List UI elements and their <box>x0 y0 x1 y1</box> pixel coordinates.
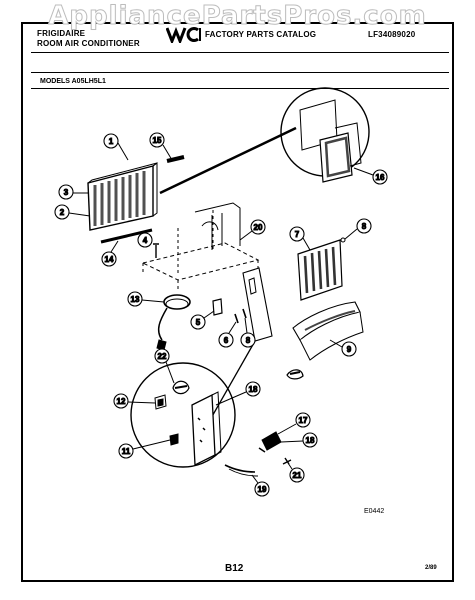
callout-19: 19 <box>251 474 270 497</box>
control-plate-part <box>209 267 273 421</box>
product-name: ROOM AIR CONDITIONER <box>37 39 140 48</box>
svg-text:4: 4 <box>143 236 148 245</box>
chassis-base-part <box>141 202 260 289</box>
svg-text:2: 2 <box>60 208 65 217</box>
catalog-number: LF34089020 <box>368 30 416 39</box>
bottom-strip-part <box>100 228 153 244</box>
wire-part <box>224 464 256 473</box>
callout-4: 4 <box>137 232 153 248</box>
callout-18b: 18 <box>280 432 318 448</box>
catalog-page <box>21 22 454 582</box>
knob-part <box>286 369 304 380</box>
svg-text:9: 9 <box>347 345 352 354</box>
svg-text:1: 1 <box>109 137 114 146</box>
brand-name: FRIGIDAIRE <box>37 29 86 38</box>
svg-text:18: 18 <box>249 385 258 394</box>
callout-11: 11 <box>118 439 171 459</box>
control-box-part <box>191 391 222 467</box>
front-grille-part <box>87 162 158 231</box>
svg-text:3: 3 <box>64 188 69 197</box>
callout-6: 6 <box>218 321 237 348</box>
switch-part <box>261 431 282 451</box>
svg-text:21: 21 <box>293 471 302 480</box>
detail-circle-top <box>280 87 370 183</box>
svg-text:5: 5 <box>196 318 201 327</box>
svg-text:6: 6 <box>224 336 229 345</box>
callout-15: 15 <box>149 132 173 161</box>
svg-text:13: 13 <box>131 295 140 304</box>
catalog-date: 2/89 <box>425 565 437 571</box>
svg-text:8: 8 <box>362 222 367 231</box>
callout-17: 17 <box>277 412 311 435</box>
detail-circle-bottom <box>130 362 236 468</box>
callout-8a: 8 <box>344 218 372 240</box>
svg-text:8: 8 <box>246 336 251 345</box>
callout-8b: 8 <box>240 317 256 348</box>
svg-text:16: 16 <box>376 173 385 182</box>
page-number: B12 <box>225 563 244 574</box>
bracket-part <box>212 298 223 316</box>
models-divider-top <box>31 72 449 73</box>
callout-3: 3 <box>58 184 89 200</box>
diagram-code: E0442 <box>364 508 385 515</box>
svg-text:18: 18 <box>306 436 315 445</box>
wci-logo-icon <box>166 26 201 43</box>
svg-text:17: 17 <box>299 416 308 425</box>
models-label: MODELS A05LH5L1 <box>40 78 106 85</box>
callout-20: 20 <box>239 219 266 241</box>
louver-part <box>297 237 346 301</box>
callout-18a: 18 <box>215 381 261 406</box>
svg-text:14: 14 <box>105 255 114 264</box>
svg-text:22: 22 <box>158 352 167 361</box>
callout-14: 14 <box>101 240 119 267</box>
models-divider-bottom <box>31 88 449 89</box>
callout-13: 13 <box>127 291 165 307</box>
callout-5: 5 <box>190 310 215 330</box>
catalog-title: FACTORY PARTS CATALOG <box>205 30 317 39</box>
trim-strip-part <box>166 155 185 163</box>
svg-text:7: 7 <box>295 230 300 239</box>
callout-2: 2 <box>54 204 91 220</box>
callout-7: 7 <box>289 226 311 251</box>
callout-1: 1 <box>103 133 129 161</box>
callout-22: 22 <box>154 348 175 384</box>
callout-9: 9 <box>329 339 357 357</box>
header-divider <box>31 52 449 53</box>
svg-text:15: 15 <box>153 136 162 145</box>
callout-12: 12 <box>113 393 156 409</box>
deflector-part <box>292 301 364 361</box>
svg-text:11: 11 <box>122 447 131 456</box>
watermark: AppliancePartsPros.com <box>48 1 427 32</box>
svg-text:12: 12 <box>117 397 126 406</box>
callout-balloons: 1 15 3 2 14 4 20 7 8 13 5 6 8 9 22 18 12… <box>54 132 388 497</box>
power-cord-part <box>156 294 191 351</box>
svg-text:19: 19 <box>258 485 267 494</box>
callout-21: 21 <box>287 462 305 483</box>
svg-text:20: 20 <box>254 223 263 232</box>
callout-16: 16 <box>353 167 388 185</box>
